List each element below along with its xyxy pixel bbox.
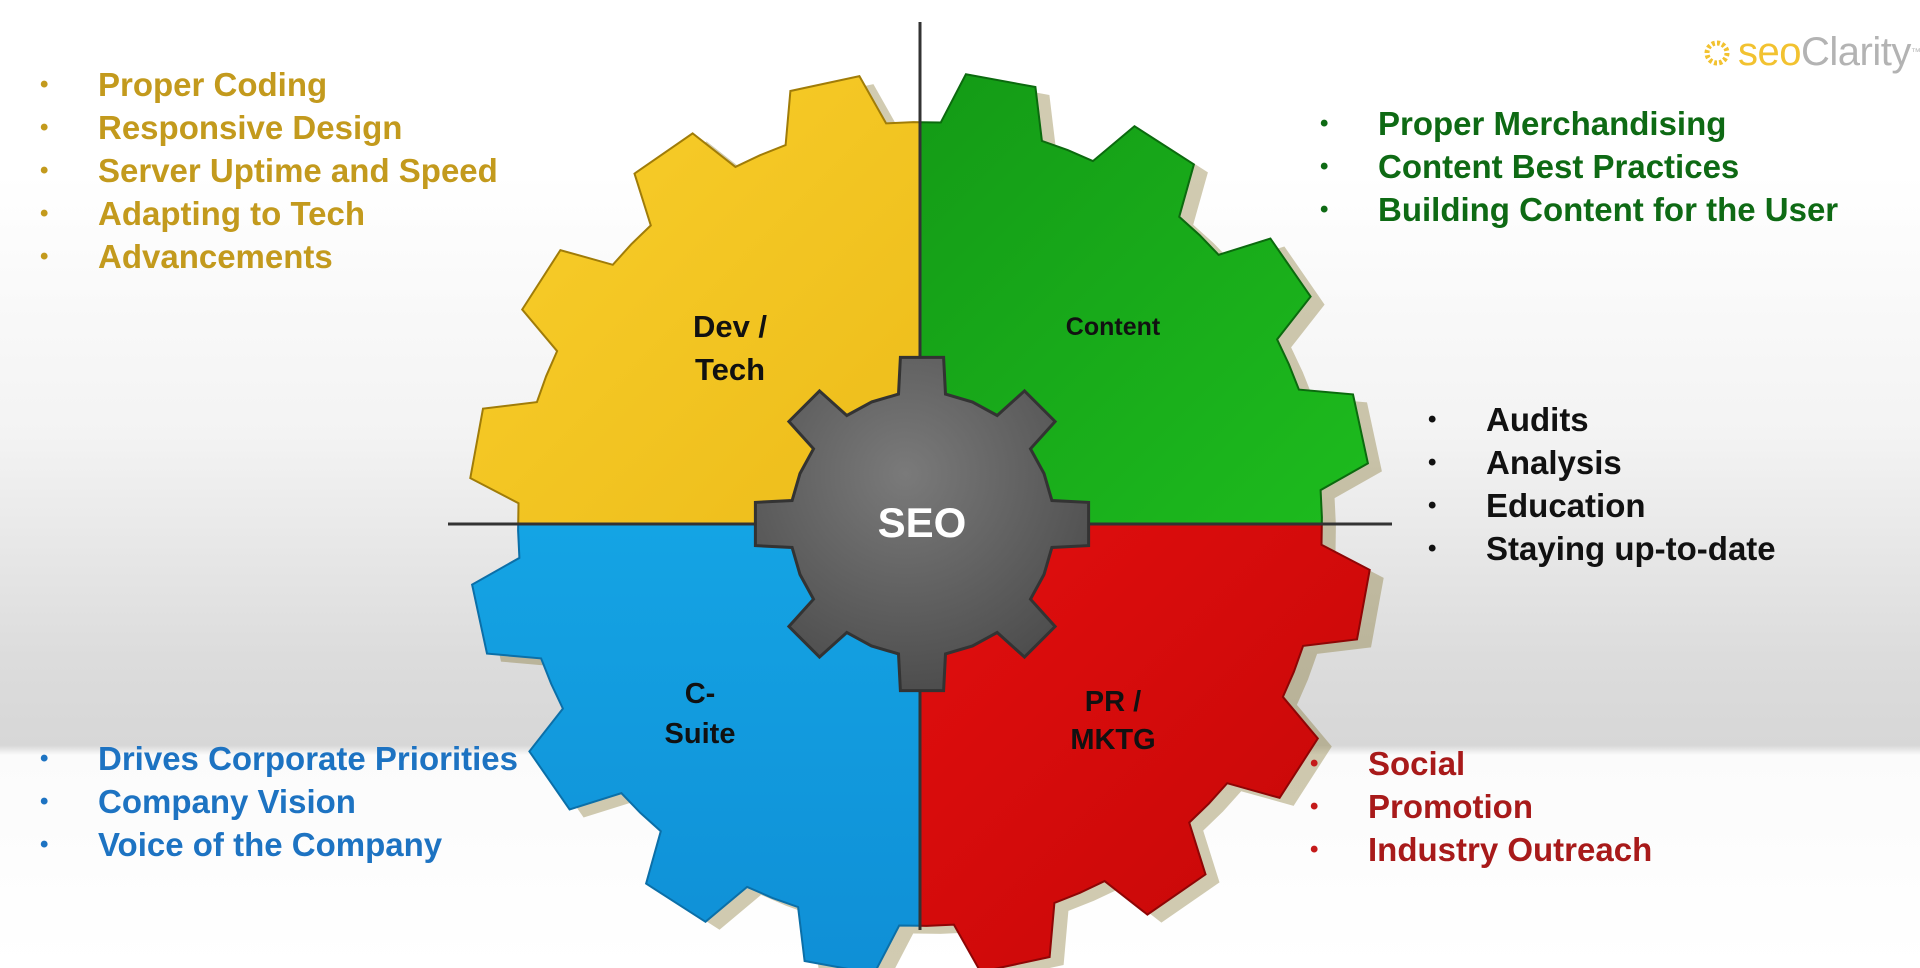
list-item: Building Content for the User [1320, 188, 1838, 231]
logo-clarity-text: Clarity [1801, 30, 1911, 74]
list-item: Industry Outreach [1310, 828, 1652, 871]
pr-mktg-label-line2: MKTG [1070, 724, 1155, 756]
list-item: Company Vision [40, 780, 518, 823]
list-item: Analysis [1428, 441, 1776, 484]
list-item: Adapting to Tech [40, 192, 498, 235]
logo-seo-text: seo [1738, 30, 1802, 74]
list-item: Drives Corporate Priorities [40, 737, 518, 780]
list-item: Social [1310, 742, 1652, 785]
list-item: Proper Coding [40, 63, 498, 106]
list-item: Server Uptime and Speed [40, 149, 498, 192]
pr-mktg-list: Social Promotion Industry Outreach [1310, 742, 1652, 871]
seo-center-label: SEO [878, 499, 967, 546]
list-item: Audits [1428, 398, 1776, 441]
content-label: Content [1066, 313, 1161, 341]
list-item-continuation: Advancements [40, 235, 498, 278]
list-item: Promotion [1310, 785, 1652, 828]
pr-mktg-label-line1: PR / [1085, 686, 1141, 718]
logo-tm: ™ [1910, 47, 1920, 58]
list-item: Education [1428, 484, 1776, 527]
list-item: Staying up-to-date [1428, 527, 1776, 570]
c-suite-label-line1: C- [685, 678, 716, 710]
sun-gear-icon [1704, 40, 1730, 65]
c-suite-label-line2: Suite [665, 718, 736, 750]
list-item: Content Best Practices [1320, 145, 1838, 188]
list-item: Voice of the Company [40, 823, 518, 866]
seo-center-gear [753, 355, 1091, 693]
list-item: Proper Merchandising [1320, 102, 1838, 145]
content-list: Proper Merchandising Content Best Practi… [1320, 102, 1838, 231]
dev-tech-list: Proper Coding Responsive Design Server U… [40, 63, 498, 278]
dev-tech-label-line1: Dev / [693, 309, 767, 344]
c-suite-list: Drives Corporate Priorities Company Visi… [40, 737, 518, 866]
dev-tech-label-line2: Tech [695, 352, 765, 387]
seo-list: Audits Analysis Education Staying up-to-… [1428, 398, 1776, 570]
list-item: Responsive Design [40, 106, 498, 149]
